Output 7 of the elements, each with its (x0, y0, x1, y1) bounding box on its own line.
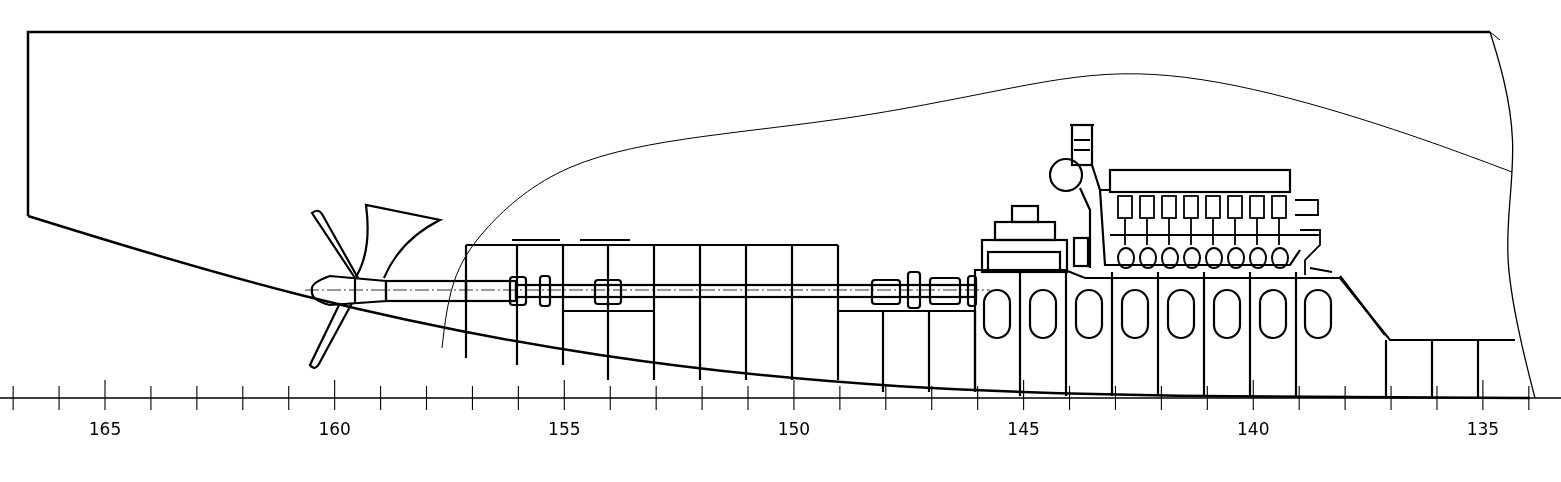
frame-number: 165 (88, 419, 122, 439)
frame-number: 160 (318, 419, 351, 439)
frame-number: 150 (777, 419, 811, 439)
frame-number: 135 (1466, 419, 1500, 439)
frame-number: 155 (548, 419, 581, 439)
frame-number: 145 (1007, 419, 1040, 439)
frame-number: 140 (1237, 419, 1270, 439)
